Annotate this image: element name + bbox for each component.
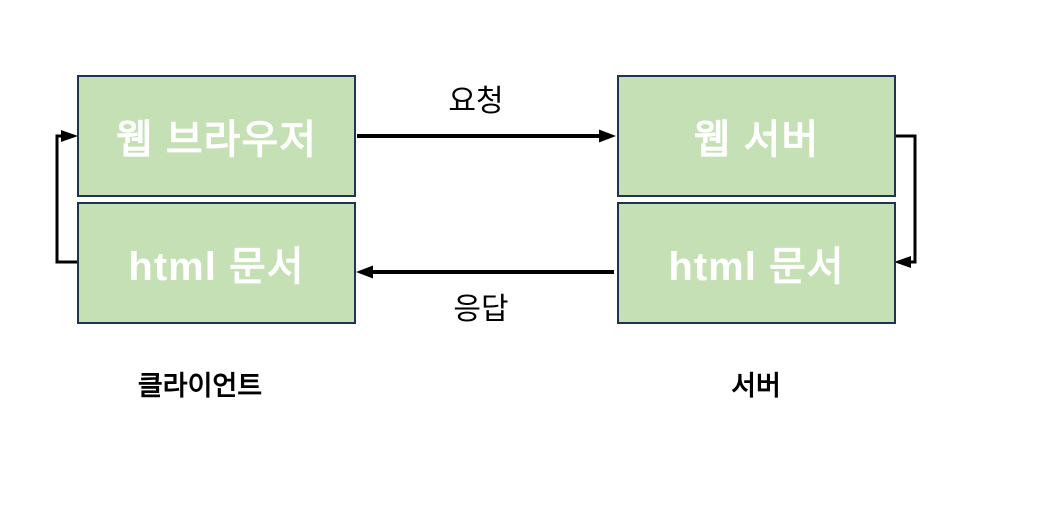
box-web-server-label: 웹 서버 bbox=[693, 118, 820, 162]
box-web-server: 웹 서버 bbox=[617, 75, 896, 197]
client-group-label: 클라이언트 bbox=[137, 371, 263, 401]
response-arrow-label: 응답 bbox=[453, 293, 509, 326]
box-client-html-document: html 문서 bbox=[77, 202, 356, 324]
box-web-browser-label: 웹 브라우저 bbox=[115, 118, 318, 162]
box-server-html-document-label: html 문서 bbox=[668, 245, 845, 289]
box-client-html-document-label: html 문서 bbox=[128, 245, 305, 289]
box-server-html-document: html 문서 bbox=[617, 202, 896, 324]
server-group-label: 서버 bbox=[731, 371, 781, 401]
server-loop-arrow-icon bbox=[894, 134, 917, 268]
box-web-browser: 웹 브라우저 bbox=[77, 75, 356, 197]
request-arrow-icon bbox=[357, 129, 616, 143]
client-loop-arrow-icon bbox=[55, 130, 78, 264]
response-arrow-icon bbox=[356, 265, 614, 279]
request-arrow-label: 요청 bbox=[448, 85, 504, 118]
